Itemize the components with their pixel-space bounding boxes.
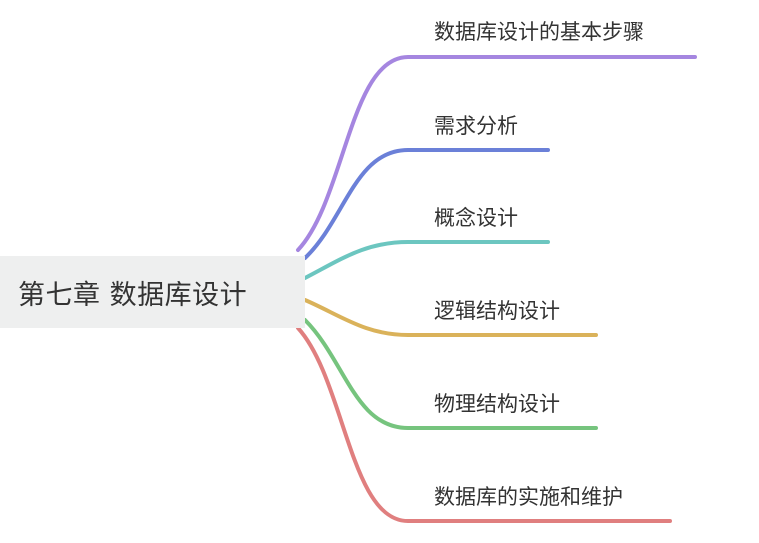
branch-label-requirements[interactable]: 需求分析 bbox=[434, 114, 518, 138]
branch-label-logical[interactable]: 逻辑结构设计 bbox=[434, 299, 560, 323]
branch-connector-physical bbox=[303, 318, 598, 430]
branch-connector-logical bbox=[303, 298, 598, 337]
branch-connector-conceptual bbox=[303, 240, 550, 280]
branch-label-steps[interactable]: 数据库设计的基本步骤 bbox=[434, 20, 644, 44]
branch-connector-implementation bbox=[296, 326, 672, 523]
branch-connector-steps bbox=[296, 55, 697, 252]
branch-label-conceptual[interactable]: 概念设计 bbox=[434, 206, 518, 230]
branch-label-physical[interactable]: 物理结构设计 bbox=[434, 392, 560, 416]
root-node[interactable]: 第七章 数据库设计 bbox=[0, 256, 305, 328]
branch-label-implementation[interactable]: 数据库的实施和维护 bbox=[434, 485, 623, 509]
root-node-label: 第七章 数据库设计 bbox=[18, 279, 248, 311]
branch-connector-requirements bbox=[303, 148, 550, 260]
